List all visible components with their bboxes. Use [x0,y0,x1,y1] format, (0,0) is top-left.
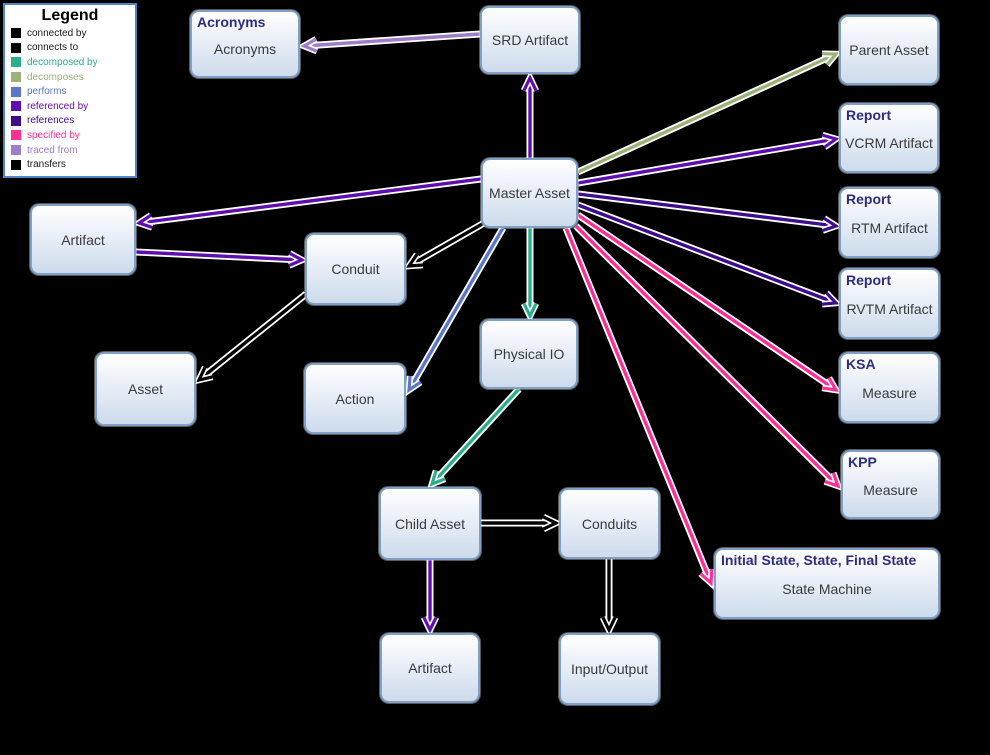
legend-item: specified by [9,128,131,143]
node-title: Initial State, State, Final State [721,552,917,568]
node-label: Conduit [331,261,380,277]
legend-item-label: performs [27,86,67,98]
node-io[interactable]: Input/Output [559,633,660,705]
node-conduit[interactable]: Conduit [305,233,406,305]
node-parent[interactable]: Parent Asset [839,15,939,85]
edge-conduits-io [599,559,619,638]
edge-master-artifact1 [131,175,482,231]
edge-master-conduit [402,219,486,270]
edge-artifact1-conduit [135,248,310,269]
legend-color-swatch [11,86,21,97]
node-label: Physical IO [493,346,565,362]
legend-item-label: specified by [27,129,80,141]
legend-item: traced from [9,143,131,158]
legend-color-swatch [11,101,21,112]
node-title: Report [846,107,892,123]
legend-color-swatch [11,42,21,53]
legend-color-swatch [11,115,21,126]
legend-item: performs [9,84,131,99]
legend-item-label: connected by [27,27,87,39]
node-physio[interactable]: Physical IO [480,319,578,389]
node-label: Child Asset [394,515,466,532]
node-label: State Machine [782,580,872,597]
node-label: Acronyms [213,41,277,57]
edge-child-conduits [481,513,564,533]
node-conduits[interactable]: Conduits [559,488,660,559]
legend-item: references [9,114,131,129]
node-label: RVTM Artifact [846,300,933,317]
node-label: Measure [862,384,917,401]
legend-color-swatch [11,28,21,39]
edge-master-physio [520,228,540,324]
node-label: Master Asset [489,185,570,201]
edge-master-vcrm [577,131,844,187]
node-title: Report [846,191,892,207]
node-label: Action [335,390,375,407]
edge-master-parent [576,50,843,176]
node-title: KPP [848,454,877,470]
legend-item: decomposed by [9,55,131,70]
legend-color-swatch [11,130,21,141]
node-action[interactable]: Action [304,363,406,434]
node-label: SRD Artifact [491,32,569,48]
node-label: Measure [863,481,918,498]
node-label: RTM Artifact [851,219,928,236]
legend: Legend connected by connects to decomposed… [3,3,137,178]
legend-color-swatch [11,159,21,170]
legend-item-label: traced from [27,144,78,156]
edge-child-artifact2 [420,560,440,638]
edge-master-rvtm [576,201,843,308]
node-label: Artifact [408,660,452,676]
legend-item: referenced by [9,99,131,114]
node-title: Acronyms [197,14,266,30]
legend-color-swatch [11,72,21,83]
node-asset[interactable]: Asset [95,352,196,426]
legend-title: Legend [41,7,99,24]
node-title: KSA [846,356,876,372]
legend-item: connects to [9,41,131,56]
legend-item-label: transfers [27,159,66,171]
legend-color-swatch [11,145,21,156]
legend-item-label: connects to [27,42,79,54]
node-title: Report [846,272,892,288]
legend-item: decomposes [9,70,131,85]
node-ksa[interactable]: KSA Measure [839,352,940,423]
legend-item-label: referenced by [27,100,89,112]
legend-item-label: decomposed by [27,56,98,68]
edge-master-action [405,226,507,397]
edge-master-srd [520,70,540,158]
node-label: VCRM Artifact [845,135,933,151]
edge-master-kpp [573,223,844,492]
legend-item: transfers [9,157,131,172]
legend-item: connected by [9,26,131,41]
edge-master-statemachine [562,226,716,590]
node-child[interactable]: Child Asset [379,487,481,560]
legend-item-label: decomposes [27,71,84,83]
node-artifact1[interactable]: Artifact [30,204,136,275]
node-artifact2[interactable]: Artifact [380,633,480,703]
node-label: Asset [127,381,163,397]
legend-item-label: references [27,115,75,127]
edge-conduit-asset [193,291,309,385]
node-label: Artifact [61,231,105,248]
node-label: Conduits [581,515,638,532]
legend-color-swatch [11,57,21,68]
edge-master-rtm [577,190,844,234]
node-label: Input/Output [570,661,649,677]
node-master[interactable]: Master Asset [481,158,578,228]
node-srd[interactable]: SRD Artifact [480,6,580,74]
legend-items: connected by connects to decomposed by deco… [9,26,131,172]
node-label: Parent Asset [849,42,929,58]
edge-physio-child [426,386,522,490]
edge-srd-acronyms [296,30,481,55]
edge-master-ksa [576,212,843,395]
node-kpp[interactable]: KPP Measure [841,450,940,519]
